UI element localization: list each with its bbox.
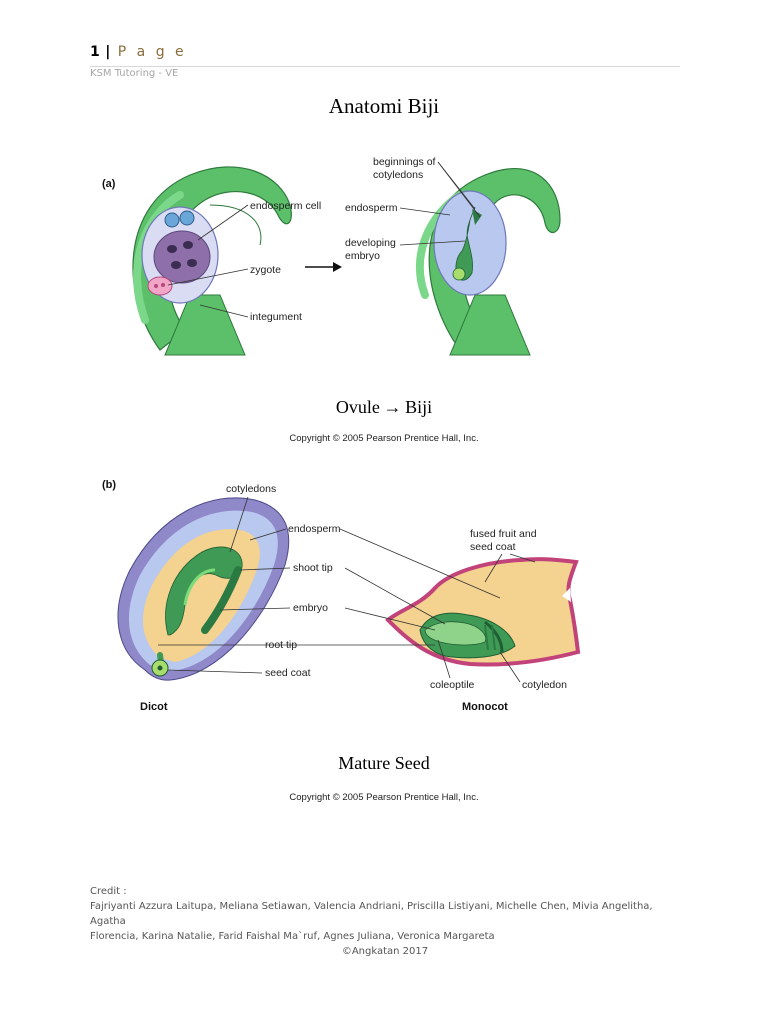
document-title: Anatomi Biji xyxy=(328,94,440,118)
label-dicot: Dicot xyxy=(140,701,168,713)
label-embryo: embryo xyxy=(293,602,328,614)
label-developing-line2: embryo xyxy=(345,250,380,262)
label-seed-coat: seed coat xyxy=(265,667,311,679)
credit-names-line2: Florencia, Karina Natalie, Farid Faishal… xyxy=(90,931,495,942)
figure-b-mature-seed: (b) cotyledons endosperm shoot tip embry… xyxy=(102,479,581,713)
label-coleoptile: coleoptile xyxy=(430,679,475,691)
credit-section: Credit : Fajriyanti Azzura Laitupa, Meli… xyxy=(90,884,680,959)
developing-seed-illustration xyxy=(415,168,561,356)
header-subtitle: KSM Tutoring - VE xyxy=(90,68,179,79)
page-word: P a g e xyxy=(117,44,187,60)
arrow-icon xyxy=(305,262,342,272)
figure-a-panel-label: (a) xyxy=(102,178,116,190)
label-developing-line1: developing xyxy=(345,237,396,249)
figure-a-copyright: Copyright © 2005 Pearson Prentice Hall, … xyxy=(289,433,479,444)
ovule-illustration xyxy=(132,166,292,356)
figure-b-panel-label: (b) xyxy=(102,479,116,491)
credit-angkatan: ©Angkatan 2017 xyxy=(341,946,429,957)
dicot-seed-illustration xyxy=(117,497,290,681)
label-zygote: zygote xyxy=(250,264,281,276)
label-endosperm-cell: endosperm cell xyxy=(250,200,321,212)
header-divider xyxy=(90,66,680,67)
figure-b-copyright: Copyright © 2005 Pearson Prentice Hall, … xyxy=(289,792,479,803)
figure-a-caption: Ovule → Biji xyxy=(335,397,433,417)
page-number-header: 1 | P a g e xyxy=(90,44,187,60)
label-fused-line1: fused fruit and xyxy=(470,528,537,540)
monocot-seed-illustration xyxy=(385,557,581,667)
page-number: 1 xyxy=(90,44,101,60)
label-beginnings-line2: cotyledons xyxy=(373,169,423,181)
figure-a-ovule-to-seed: (a) endosperm cell zygote integument xyxy=(102,156,561,356)
label-shoot-tip: shoot tip xyxy=(293,562,333,574)
label-monocot: Monocot xyxy=(462,701,508,713)
header-separator: | xyxy=(105,44,111,60)
figure-b-caption: Mature Seed xyxy=(338,753,430,773)
label-endosperm: endosperm xyxy=(345,202,398,214)
label-endosperm-b: endosperm xyxy=(288,523,341,535)
credit-heading: Credit : xyxy=(90,886,127,897)
label-cotyledons: cotyledons xyxy=(226,483,276,495)
label-fused-line2: seed coat xyxy=(470,541,516,553)
label-integument: integument xyxy=(250,311,302,323)
credit-names-line1: Fajriyanti Azzura Laitupa, Meliana Setia… xyxy=(90,901,653,927)
label-cotyledon: cotyledon xyxy=(522,679,567,691)
label-beginnings-line1: beginnings of xyxy=(373,156,436,168)
